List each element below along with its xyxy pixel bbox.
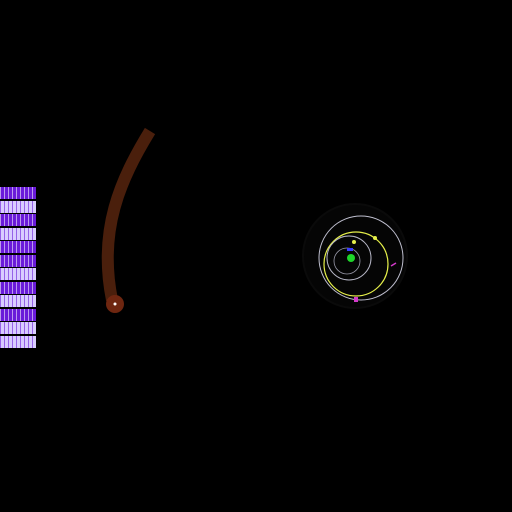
satellite-icon[interactable] (354, 297, 358, 302)
block-stack (0, 187, 36, 348)
ship-icon[interactable] (390, 262, 397, 267)
satellite-icon[interactable] (352, 240, 356, 244)
orbit-yellow (323, 231, 389, 297)
orbit-inner (326, 235, 372, 281)
ship-icon[interactable] (347, 248, 353, 251)
green-planet-icon[interactable] (347, 254, 355, 262)
block-purple (0, 241, 36, 253)
block-purple (0, 281, 36, 294)
block-light (0, 295, 36, 307)
block-purple (0, 254, 36, 267)
orbit-outer (318, 215, 404, 301)
comet-trail (101, 127, 156, 302)
block-light (0, 322, 36, 334)
block-light (0, 227, 36, 240)
comet-core (113, 302, 117, 306)
block-light (0, 335, 36, 348)
block-purple (0, 187, 36, 199)
block-purple (0, 214, 36, 226)
block-light (0, 200, 36, 213)
satellite-icon[interactable] (373, 236, 377, 240)
block-purple (0, 308, 36, 321)
block-light (0, 268, 36, 280)
